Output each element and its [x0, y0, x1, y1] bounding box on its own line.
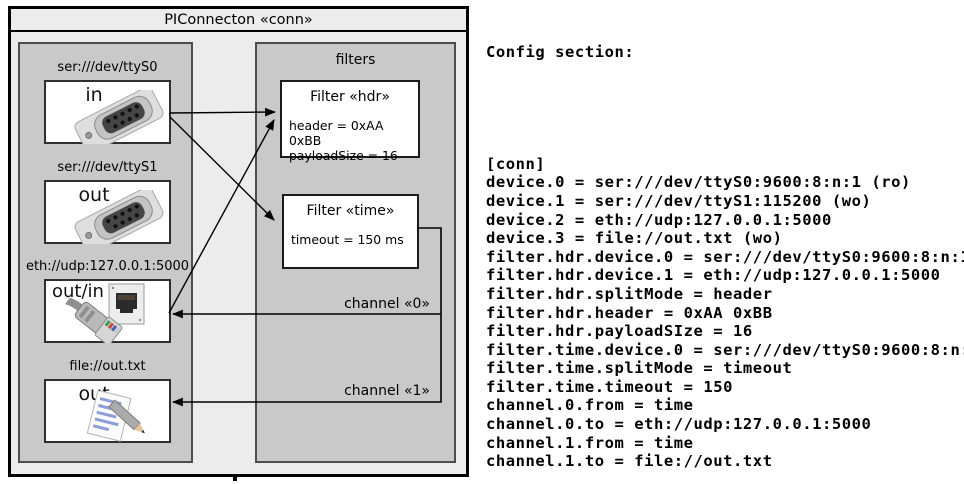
devices-panel: ser:///dev/ttyS0 in: [18, 42, 193, 463]
port-direction-label: out/in: [52, 281, 104, 302]
file-note-icon: [86, 391, 145, 442]
device-label-ttys0: ser:///dev/ttyS0: [57, 60, 158, 75]
config-line: device.3 = file://out.txt (wo): [486, 229, 783, 248]
config-line: channel.0.to = eth://udp:127.0.0.1:5000: [486, 415, 872, 434]
serial-connector-icon: [74, 190, 164, 244]
config-line: device.2 = eth://udp:127.0.0.1:5000: [486, 210, 832, 229]
filter-time-box: Filter «time» timeout = 150 ms: [282, 194, 419, 269]
config-line: filter.hdr.header = 0xAA 0xBB: [486, 303, 773, 322]
channel-1-label: channel «1»: [344, 383, 430, 399]
ethernet-connector-icon: [65, 297, 123, 343]
filter-time-title: Filter «time»: [306, 203, 395, 219]
device-box-ttys0: in: [44, 80, 171, 144]
config-heading: Config section:: [486, 43, 635, 62]
config-line: filter.hdr.device.0 = ser:///dev/ttyS0:9…: [486, 247, 964, 266]
bottom-notch: [233, 474, 237, 481]
filters-panel-title: filters: [335, 52, 376, 68]
config-line: device.1 = ser:///dev/ttyS1:115200 (wo): [486, 191, 872, 210]
device-box-eth: out/in: [44, 279, 171, 343]
device-box-ttys1: out: [44, 180, 171, 244]
pencil-icon: [108, 399, 145, 434]
port-direction-label: in: [85, 84, 103, 106]
config-lines: [conn]device.0 = ser:///dev/ttyS0:9600:8…: [486, 155, 964, 471]
device-label-ttys1: ser:///dev/ttyS1: [57, 160, 158, 175]
config-line: filter.time.timeout = 150: [486, 377, 734, 396]
filters-panel: filters Filter «hdr» header = 0xAA 0xBB …: [255, 42, 456, 463]
config-line: [conn]: [486, 154, 546, 173]
config-line: filter.hdr.device.1 = eth://udp:127.0.0.…: [486, 266, 941, 285]
piconnecton-diagram: PIConnecton «conn» ser:///dev/ttyS0 in: [8, 6, 469, 477]
serial-connector-icon: [74, 90, 164, 144]
filter-hdr-box: Filter «hdr» header = 0xAA 0xBB payloadS…: [280, 80, 420, 163]
ethernet-port-icon: [108, 283, 145, 325]
filter-time-params: timeout = 150 ms: [291, 232, 404, 247]
filter-param: timeout = 150 ms: [291, 232, 404, 247]
config-line: filter.time.splitMode = timeout: [486, 359, 793, 378]
channel-0-label: channel «0»: [344, 296, 430, 312]
config-line: channel.1.from = time: [486, 433, 694, 452]
filter-param: header = 0xAA 0xBB: [289, 118, 384, 148]
config-line: channel.1.to = file://out.txt: [486, 452, 773, 471]
diagram-title: PIConnecton «conn»: [11, 9, 466, 32]
filter-param: payloadSize = 16: [289, 148, 398, 163]
filter-hdr-title: Filter «hdr»: [310, 89, 390, 105]
device-label-file: file://out.txt: [69, 359, 146, 374]
config-line: device.0 = ser:///dev/ttyS0:9600:8:n:1 (…: [486, 173, 911, 192]
config-section: Config section: [conn]device.0 = ser:///…: [486, 6, 964, 484]
config-line: filter.time.device.0 = ser:///dev/ttyS0:…: [486, 340, 964, 359]
config-line: filter.hdr.payloadSIze = 16: [486, 322, 753, 341]
filter-hdr-params: header = 0xAA 0xBB payloadSize = 16: [289, 118, 418, 163]
device-box-file: out: [44, 379, 171, 443]
config-line: channel.0.from = time: [486, 396, 694, 415]
config-spacer: [486, 99, 964, 118]
port-direction-label: out: [78, 184, 110, 206]
device-label-eth: eth://udp:127.0.0.1:5000: [25, 259, 190, 274]
config-line: filter.hdr.splitMode = header: [486, 284, 773, 303]
